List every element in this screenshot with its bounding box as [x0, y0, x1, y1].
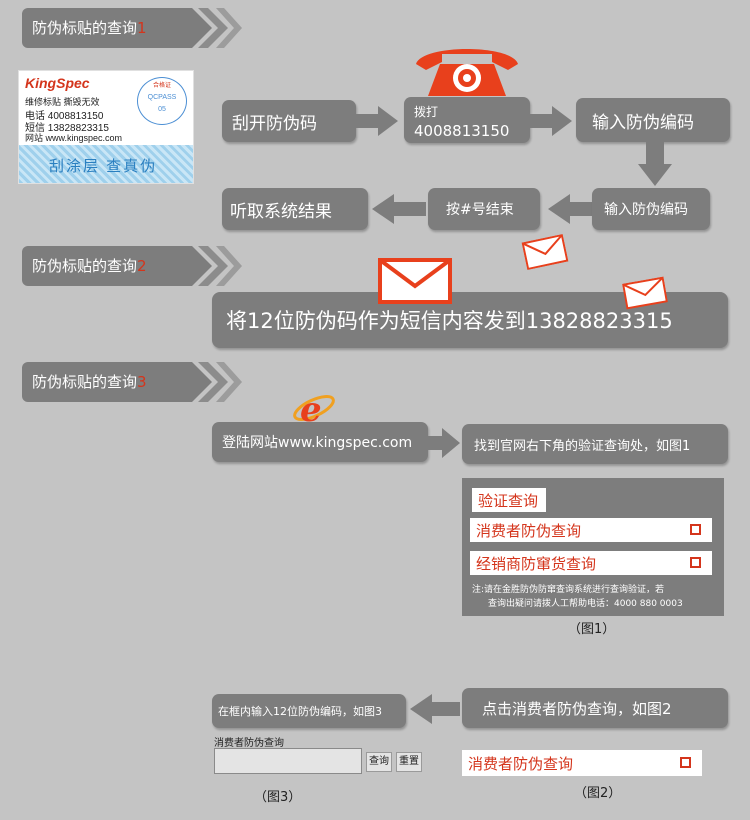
scratch-area: 刮涂层 查真伪	[19, 145, 193, 183]
envelope-icon	[521, 233, 569, 271]
chevrons-icon	[172, 362, 242, 402]
note-line-1: 注:请在金胜防伪防窜查询系统进行查询验证，若	[472, 585, 665, 595]
step-input-code: 输入防伪编码	[576, 98, 730, 142]
note-line-2: 查询出疑问请拨人工帮助电话：4000 880 0003	[488, 599, 683, 609]
telephone-icon	[416, 49, 518, 96]
brand-logo: KingSpec	[25, 75, 90, 91]
arrow-left-icon	[410, 694, 460, 724]
arrow-left-icon	[548, 194, 592, 224]
arrow-right-icon	[428, 428, 460, 458]
anti-counterfeit-label-image: KingSpec 合格证 QCPASS 05 维修标贴 撕毁无效 电话 4008…	[18, 70, 194, 184]
code-input-field[interactable]	[214, 748, 362, 774]
chevrons-icon	[172, 8, 242, 48]
svg-text:e: e	[300, 390, 322, 428]
step-click-consumer: 点击消费者防伪查询，如图2	[462, 688, 728, 728]
step-find-verification: 找到官网右下角的验证查询处，如图1	[462, 424, 728, 464]
step-listen-result: 听取系统结果	[222, 188, 368, 230]
checkbox-icon[interactable]	[690, 557, 701, 568]
chevrons-icon	[172, 246, 242, 286]
dealer-query-option[interactable]: 经销商防窜货查询	[470, 551, 712, 575]
arrow-right-icon	[356, 106, 398, 136]
section-2-header: 防伪标贴的查询2	[22, 246, 242, 286]
section-3-number: 3	[137, 373, 147, 391]
figure-3-label: 消费者防伪查询	[214, 738, 284, 749]
qc-badge: 合格证 QCPASS 05	[137, 77, 187, 125]
section-2-number: 2	[137, 257, 147, 275]
checkbox-icon[interactable]	[690, 524, 701, 535]
step-input-12-digit: 在框内输入12位防伪编码，如图3	[212, 694, 406, 728]
figure-1-panel: 验证查询 消费者防伪查询 经销商防窜货查询 注:请在金胜防伪防窜查询系统进行查询…	[462, 478, 724, 616]
step-input-code-2: 输入防伪编码	[592, 188, 710, 230]
query-button[interactable]: 查询	[366, 752, 392, 772]
section-1-number: 1	[137, 19, 147, 37]
verification-title: 验证查询	[472, 488, 546, 512]
step-dial: 拨打 4008813150	[404, 97, 530, 143]
section-1-header: 防伪标贴的查询1	[22, 8, 242, 48]
section-2-title: 防伪标贴的查询	[32, 257, 138, 275]
section-3-header: 防伪标贴的查询3	[22, 362, 242, 402]
checkbox-icon[interactable]	[680, 757, 691, 768]
figure-2-caption: （图2）	[574, 786, 622, 801]
figure-1-caption: （图1）	[568, 622, 616, 637]
section-1-title: 防伪标贴的查询	[32, 19, 138, 37]
internet-explorer-icon: e	[293, 390, 335, 428]
arrow-left-icon	[372, 194, 426, 224]
reset-button[interactable]: 重置	[396, 752, 422, 772]
arrow-right-icon	[530, 106, 572, 136]
envelope-icon	[622, 276, 668, 310]
step-login-website: 登陆网站www.kingspec.com	[212, 422, 428, 462]
consumer-query-option-fig2[interactable]: 消费者防伪查询	[462, 750, 702, 776]
section-3-title: 防伪标贴的查询	[32, 373, 138, 391]
envelope-icon	[378, 258, 452, 304]
consumer-query-option[interactable]: 消费者防伪查询	[470, 518, 712, 542]
step-press-hash: 按#号结束	[428, 188, 540, 230]
figure-3-caption: （图3）	[254, 790, 302, 805]
arrow-down-icon	[638, 142, 672, 186]
step-scratch: 刮开防伪码	[222, 100, 356, 142]
